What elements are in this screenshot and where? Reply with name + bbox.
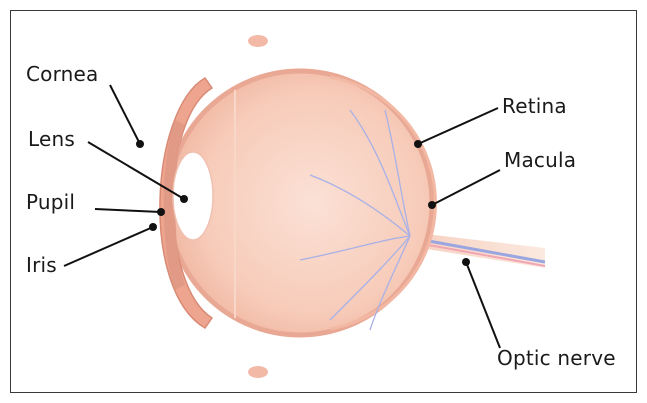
retina-label: Retina	[502, 94, 567, 118]
retina-dot	[414, 140, 422, 148]
macula-label: Macula	[504, 148, 576, 172]
optic-nerve-dot	[462, 258, 470, 266]
iris-leader	[64, 227, 153, 266]
retina-leader	[418, 108, 498, 144]
muscle-top	[248, 35, 268, 47]
cornea-leader	[110, 85, 140, 144]
pupil-dot	[157, 208, 165, 216]
cornea-label: Cornea	[26, 62, 99, 86]
pupil-label: Pupil	[26, 190, 75, 214]
muscle-bottom	[248, 366, 268, 378]
macula-dot	[428, 201, 436, 209]
iris-dot	[149, 223, 157, 231]
lens-dot	[180, 195, 188, 203]
optic-nerve-leader	[466, 262, 500, 348]
lens-label: Lens	[28, 127, 75, 151]
optic-nerve-label: Optic nerve	[497, 346, 616, 370]
iris-label: Iris	[26, 253, 57, 277]
cornea-dot	[136, 140, 144, 148]
macula-leader	[432, 170, 500, 205]
pupil-leader	[95, 209, 161, 212]
